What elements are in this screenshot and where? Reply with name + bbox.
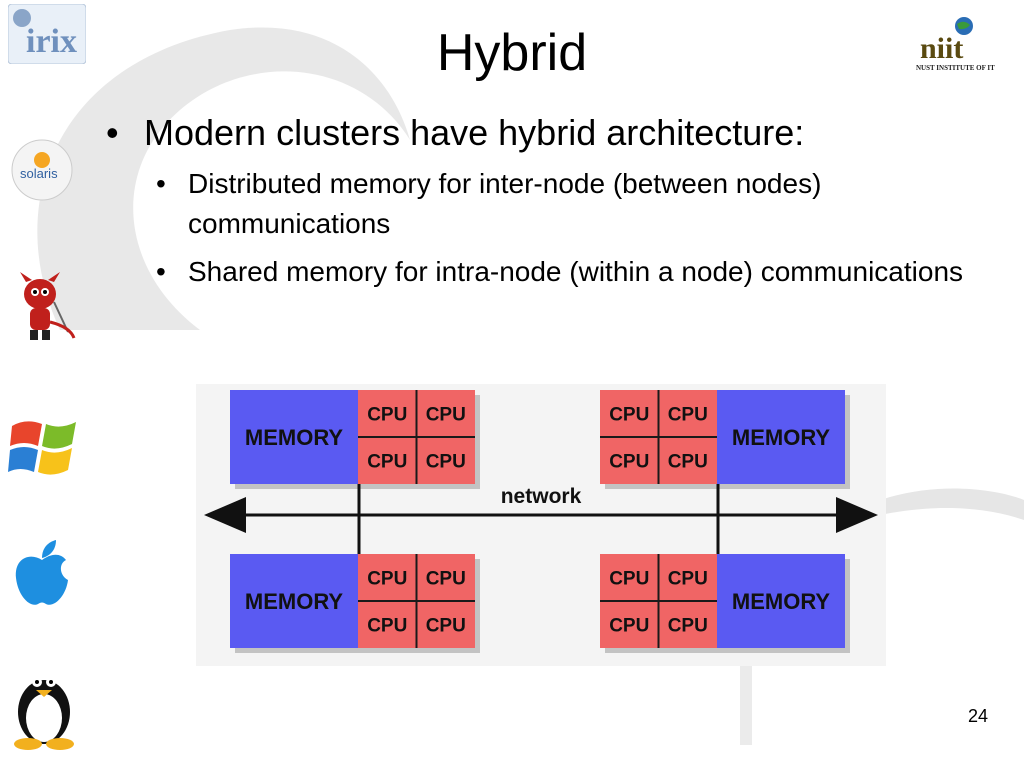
- cpu-label: CPU: [367, 569, 407, 590]
- apple-logo: [12, 538, 72, 615]
- cluster-node: MEMORY CPU CPU CPU CPU: [230, 390, 480, 489]
- svg-text:solaris: solaris: [20, 166, 58, 181]
- network-label: network: [501, 485, 582, 508]
- cluster-node: MEMORY CPU CPU CPU CPU: [600, 390, 850, 489]
- bullet-list: Modern clusters have hybrid architecture…: [100, 110, 980, 300]
- apple-icon: [15, 540, 68, 605]
- cluster-node: MEMORY CPU CPU CPU CPU: [600, 554, 850, 653]
- memory-label: MEMORY: [245, 589, 344, 614]
- cpu-label: CPU: [426, 405, 466, 426]
- memory-block: [717, 390, 845, 484]
- cpu-label: CPU: [609, 405, 649, 426]
- cpu-label: CPU: [426, 616, 466, 637]
- memory-label: MEMORY: [732, 425, 831, 450]
- memory-label: MEMORY: [245, 425, 344, 450]
- sub-bullet-item: Shared memory for intra-node (within a n…: [100, 252, 980, 292]
- linux-tux-logo: [10, 664, 78, 757]
- solaris-logo: solaris: [10, 138, 74, 207]
- windows-icon: [8, 421, 76, 475]
- svg-text:niit: niit: [920, 32, 963, 65]
- cpu-label: CPU: [426, 569, 466, 590]
- solaris-icon: solaris: [11, 139, 73, 201]
- svg-text:irix: irix: [26, 23, 77, 60]
- cpu-label: CPU: [367, 405, 407, 426]
- cpu-label: CPU: [426, 452, 466, 473]
- bsd-daemon-logo: [10, 272, 78, 347]
- niit-icon: niit NUST INSTITUTE OF IT: [916, 17, 995, 72]
- niit-logo: niit NUST INSTITUTE OF IT: [912, 16, 1012, 79]
- cpu-label: CPU: [668, 569, 708, 590]
- memory-block: [230, 390, 358, 484]
- slide-title: Hybrid: [436, 24, 588, 82]
- svg-text:NUST INSTITUTE OF IT: NUST INSTITUTE OF IT: [916, 64, 995, 72]
- memory-block: [717, 554, 845, 648]
- cpu-label: CPU: [668, 405, 708, 426]
- cpu-label: CPU: [367, 616, 407, 637]
- linux-tux-icon: [14, 677, 74, 750]
- cpu-label: CPU: [668, 616, 708, 637]
- cpu-label: CPU: [609, 569, 649, 590]
- bsd-daemon-icon: [20, 272, 76, 340]
- bullet-item: Modern clusters have hybrid architecture…: [100, 110, 980, 156]
- irix-logo: irix: [7, 3, 87, 69]
- sub-bullet-item: Distributed memory for inter-node (betwe…: [100, 164, 980, 244]
- cpu-label: CPU: [367, 452, 407, 473]
- cluster-node: MEMORY CPU CPU CPU CPU: [230, 554, 480, 653]
- cpu-label: CPU: [609, 616, 649, 637]
- windows-logo: [8, 414, 78, 481]
- memory-label: MEMORY: [732, 589, 831, 614]
- cpu-label: CPU: [668, 452, 708, 473]
- irix-icon: irix: [7, 3, 87, 65]
- page-number: 24: [967, 706, 988, 726]
- cpu-label: CPU: [609, 452, 649, 473]
- memory-block: [230, 554, 358, 648]
